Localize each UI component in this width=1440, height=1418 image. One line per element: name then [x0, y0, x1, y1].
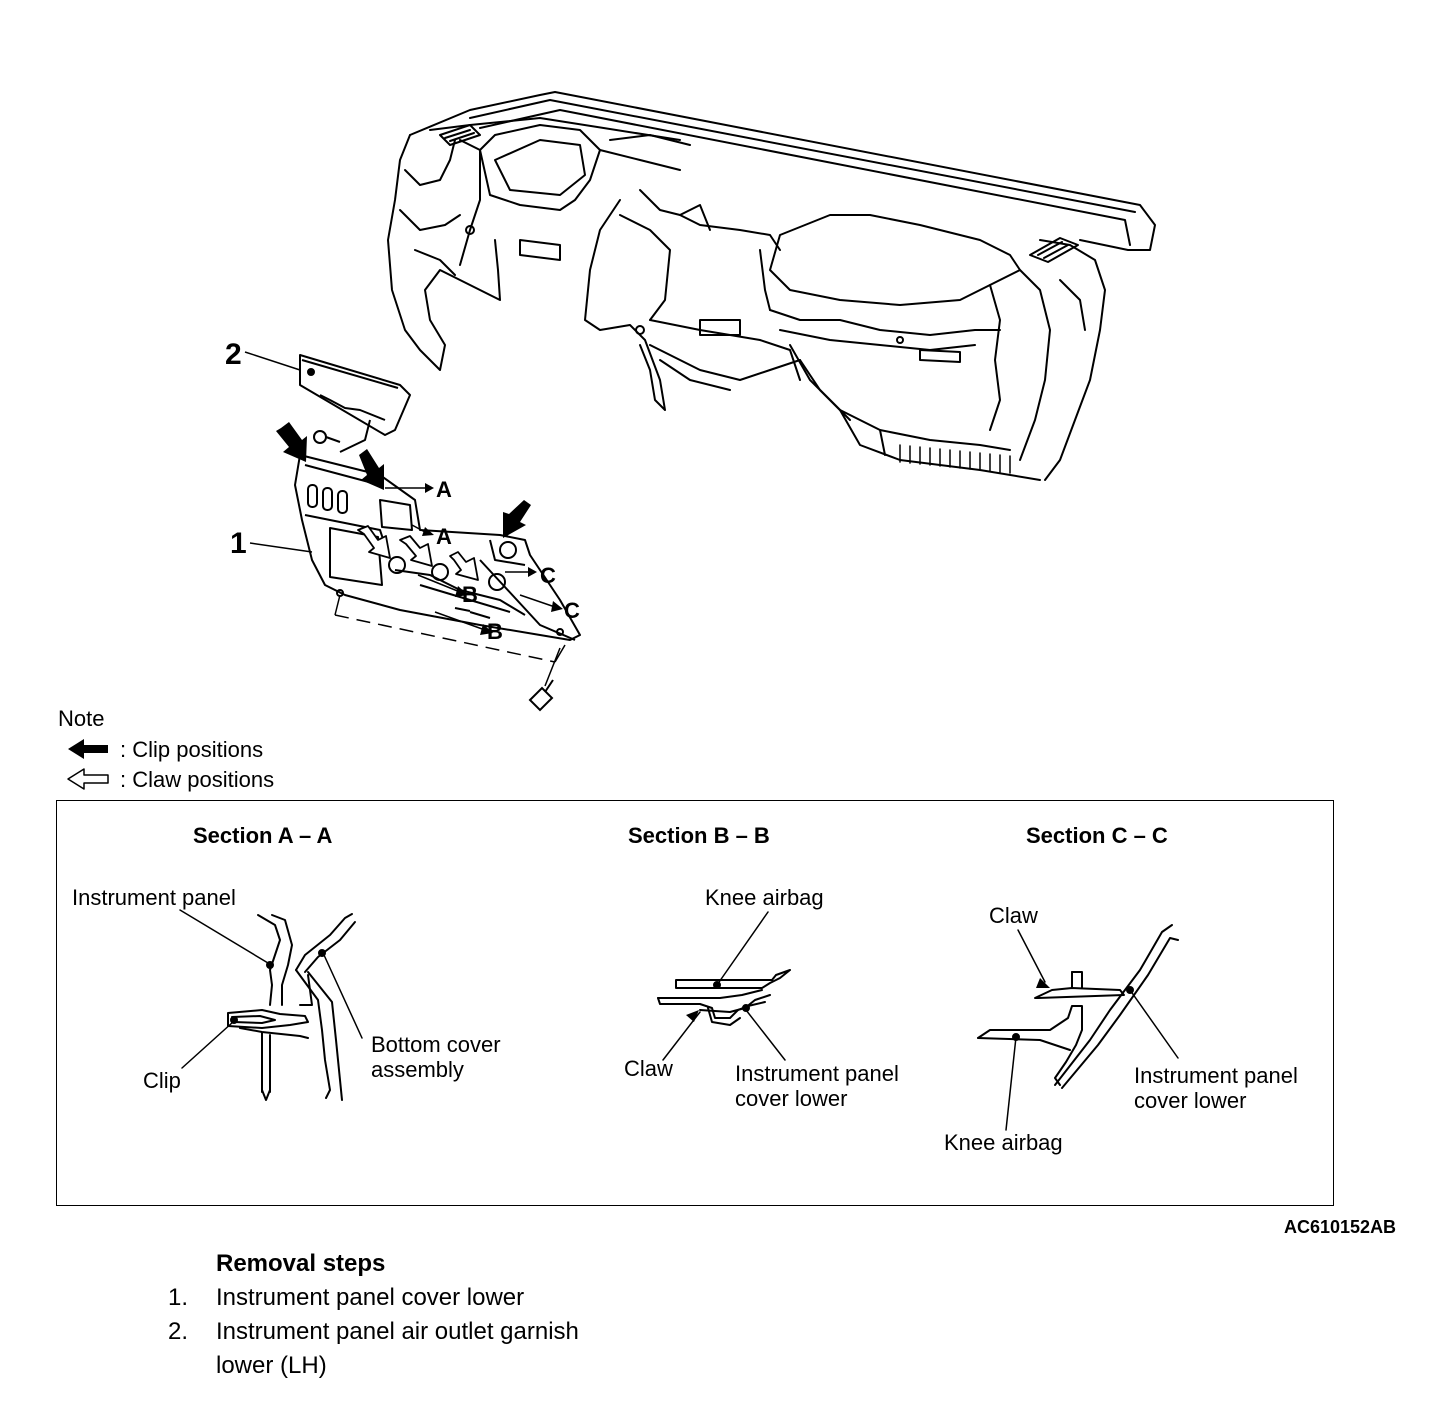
label-bottom-cover-assembly: assembly [371, 1057, 464, 1082]
view-mark-c: C [540, 563, 556, 588]
legend-claw-label: : Claw positions [120, 767, 275, 792]
callout-2: 2 [225, 338, 242, 371]
note-title: Note [58, 706, 105, 731]
dashboard-top-panel [409, 91, 1156, 251]
label-clip: Clip [143, 1068, 181, 1093]
label-instrument-panel-cover: Instrument panel [1134, 1063, 1298, 1088]
view-mark-c: C [564, 598, 580, 623]
exploded-view-drawing [244, 91, 1156, 712]
section-views-box [56, 800, 1334, 1206]
step-text-continued: lower (LH) [216, 1352, 327, 1379]
legend-clip-label: : Clip positions [120, 737, 264, 762]
label-claw: Claw [989, 903, 1038, 928]
part-1-cover-lower [294, 454, 581, 641]
screw-icon [313, 430, 341, 444]
step-text: Instrument panel air outlet garnish [216, 1318, 579, 1345]
view-mark-a: A [436, 477, 452, 502]
left-vent [439, 124, 481, 146]
clip-arrow-icon [276, 422, 531, 538]
right-vent [1029, 237, 1079, 263]
claw-arrow-icon [357, 525, 479, 581]
outline-arrow-icon [68, 768, 108, 790]
label-claw: Claw [624, 1056, 673, 1081]
label-instrument-panel-cover-lower: cover lower [735, 1086, 848, 1111]
view-mark-a: A [436, 524, 452, 549]
section-a-title: Section A – A [193, 823, 333, 848]
screw-icon [528, 679, 554, 712]
view-mark-b: B [462, 582, 478, 607]
label-instrument-panel-cover-lower: cover lower [1134, 1088, 1247, 1113]
figure-code: AC610152AB [1284, 1217, 1397, 1237]
section-b-title: Section B – B [628, 823, 770, 848]
part-2-air-outlet-garnish [299, 354, 411, 436]
label-bottom-cover: Bottom cover [371, 1032, 501, 1057]
removal-steps-title: Removal steps [216, 1250, 386, 1277]
step-text: Instrument panel cover lower [216, 1284, 525, 1311]
dashboard-glovebox-area [769, 214, 1021, 306]
section-c-title: Section C – C [1026, 823, 1168, 848]
view-mark-b: B [487, 619, 503, 644]
label-instrument-panel: Instrument panel [72, 885, 236, 910]
label-instrument-panel-cover: Instrument panel [735, 1061, 899, 1086]
label-knee-airbag: Knee airbag [944, 1130, 1063, 1155]
label-knee-airbag: Knee airbag [705, 885, 824, 910]
dashboard-left-end [387, 134, 501, 371]
dashboard-meter-hood [479, 124, 601, 211]
step-number: 2. [168, 1318, 189, 1345]
dashboard-center-stack [584, 199, 666, 411]
callout-1: 1 [230, 527, 247, 560]
dashboard-right-end [1039, 239, 1106, 481]
step-number: 1. [168, 1284, 189, 1311]
